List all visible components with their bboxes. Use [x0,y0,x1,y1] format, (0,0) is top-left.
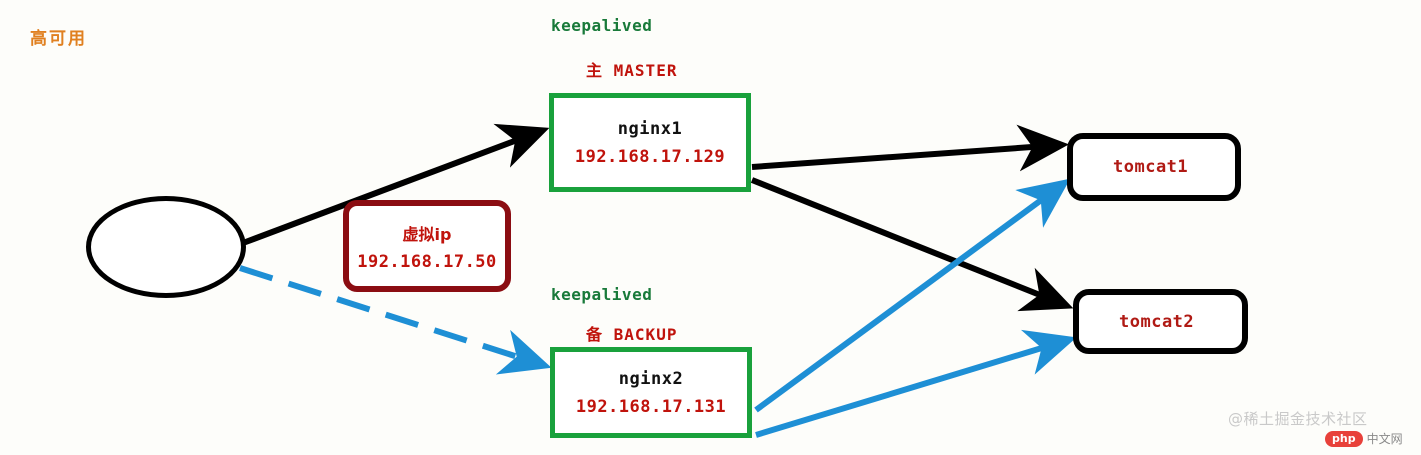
role-label-master-en: MASTER [613,61,678,80]
nginx2-ip: 192.168.17.131 [575,396,727,417]
watermark-logo: php 中文网 [1325,430,1403,447]
tomcat1-node[interactable]: tomcat1 [1067,133,1241,201]
edge-nginx1-tomcat1 [751,124,1069,172]
php-logo-badge: php [1325,430,1363,447]
edge-client-nginx1 [241,123,550,246]
role-label-backup-en: BACKUP [613,325,678,344]
watermark-logo-suffix: 中文网 [1366,432,1403,446]
keepalived-label-backup: keepalived [551,285,653,304]
role-label-backup: 备 BACKUP [586,321,677,345]
role-label-master: 主 MASTER [586,57,677,81]
client-node[interactable] [86,196,246,298]
edge-nginx2-tomcat1 [754,178,1071,413]
nginx1-name: nginx1 [617,118,683,139]
nginx1-ip: 192.168.17.129 [574,146,726,167]
edge-nginx1-tomcat2 [750,177,1074,312]
nginx1-node[interactable]: nginx1 192.168.17.129 [549,93,751,192]
page-title: 高可用 [30,29,87,49]
edge-client-nginx2 [239,265,552,375]
tomcat2-label: tomcat2 [1119,311,1195,332]
role-label-master-cn: 主 [586,61,604,80]
watermark-text: @稀土掘金技术社区 [1228,410,1368,428]
virtual-ip-title: 虚拟ip [402,224,452,244]
edge-nginx2-tomcat2 [755,329,1077,438]
virtual-ip-box[interactable]: 虚拟ip 192.168.17.50 [343,200,511,292]
tomcat2-node[interactable]: tomcat2 [1073,289,1248,354]
nginx2-name: nginx2 [618,368,684,389]
virtual-ip-address: 192.168.17.50 [357,251,497,272]
nginx2-node[interactable]: nginx2 192.168.17.131 [550,347,752,438]
role-label-backup-cn: 备 [586,325,604,344]
tomcat1-label: tomcat1 [1113,157,1189,177]
keepalived-label-master: keepalived [551,16,653,35]
